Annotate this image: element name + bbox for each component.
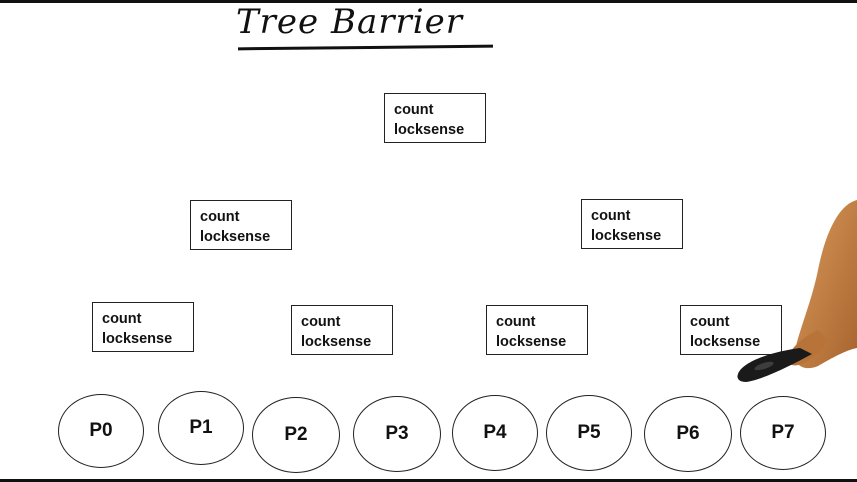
- tree-node-level1-left: count locksense: [190, 200, 292, 250]
- processor-p7: P7: [740, 396, 826, 470]
- node-count-label: count: [200, 209, 240, 225]
- node-count-label: count: [591, 208, 631, 224]
- tree-node-level2-2: count locksense: [291, 305, 393, 355]
- node-count-label: count: [496, 314, 536, 330]
- node-locksense-label: locksense: [690, 334, 761, 350]
- marker-shape: [737, 348, 812, 382]
- node-locksense-label: locksense: [102, 331, 173, 347]
- processor-p0: P0: [58, 394, 144, 468]
- node-count-label: count: [301, 314, 341, 330]
- processor-p2: P2: [252, 397, 340, 473]
- tree-node-root: count locksense: [384, 93, 486, 143]
- processor-p4: P4: [452, 395, 538, 471]
- node-locksense-label: locksense: [394, 122, 465, 138]
- diagram-title: Tree Barrier: [236, 2, 463, 42]
- node-locksense-label: locksense: [591, 228, 662, 244]
- node-locksense-label: locksense: [496, 334, 567, 350]
- node-locksense-label: locksense: [301, 334, 372, 350]
- node-count-label: count: [394, 102, 434, 118]
- node-locksense-label: locksense: [200, 229, 271, 245]
- processor-p6: P6: [644, 396, 732, 472]
- node-count-label: count: [690, 314, 730, 330]
- tree-node-level1-right: count locksense: [581, 199, 683, 249]
- tree-node-level2-1: count locksense: [92, 302, 194, 352]
- processor-p3: P3: [353, 396, 441, 472]
- hand-shape: [794, 200, 857, 369]
- tree-node-level2-3: count locksense: [486, 305, 588, 355]
- hand-with-marker-illustration: [737, 200, 857, 382]
- top-border: [0, 0, 857, 3]
- title-underline: [237, 44, 494, 51]
- tree-node-level2-4: count locksense: [680, 305, 782, 355]
- processor-p5: P5: [546, 395, 632, 471]
- bottom-border: [0, 479, 857, 482]
- node-count-label: count: [102, 311, 142, 327]
- processor-p1: P1: [158, 391, 244, 465]
